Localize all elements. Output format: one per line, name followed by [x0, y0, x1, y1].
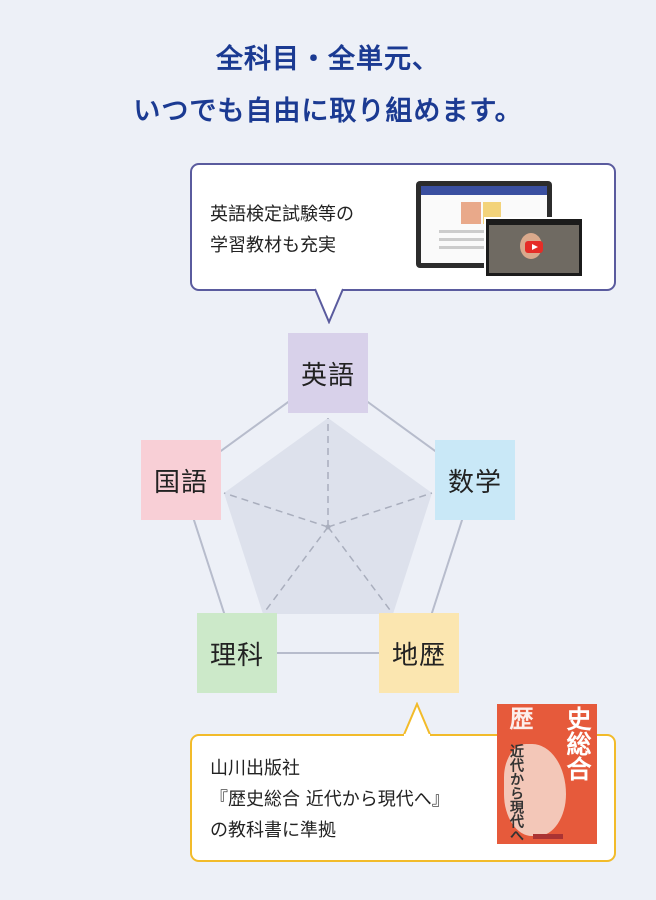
subject-science: 理科 — [197, 613, 277, 693]
top-callout-line-2: 学習教材も充実 — [210, 235, 336, 256]
subject-geography-history: 地歴 — [379, 613, 459, 693]
center-dot — [325, 524, 331, 530]
bottom-callout-line-1: 山川出版社 — [210, 758, 300, 779]
book-title-top: 歴 — [505, 706, 534, 730]
book-publisher-mark — [533, 834, 563, 839]
bottom-callout-line-3: の教科書に準拠 — [210, 820, 336, 841]
subject-japanese: 国語 — [141, 440, 221, 520]
book-cover-pattern — [504, 744, 566, 836]
headline: 全科目・全単元、 いつでも自由に取り組めます。 — [0, 34, 656, 138]
top-callout-line-1: 英語検定試験等の — [210, 204, 354, 225]
video-thumbnail — [484, 217, 584, 278]
book-title-side: 史総合 — [563, 706, 592, 781]
subject-english: 英語 — [288, 333, 368, 413]
bottom-callout-tail-gap — [404, 734, 430, 738]
radial-dashed-lines — [223, 418, 433, 615]
bottom-callout-line-2: 『歴史総合 近代から現代へ』 — [210, 789, 450, 810]
youtube-play-icon — [525, 241, 543, 253]
top-callout-tail — [314, 288, 344, 324]
bottom-callout-text: 山川出版社 『歴史総合 近代から現代へ』 の教科書に準拠 — [210, 753, 450, 846]
top-callout-text: 英語検定試験等の 学習教材も充実 — [210, 199, 354, 261]
inner-pentagon — [224, 418, 432, 614]
headline-line-2: いつでも自由に取り組めます。 — [133, 96, 523, 127]
subject-math: 数学 — [435, 440, 515, 520]
headline-line-1: 全科目・全単元、 — [216, 44, 440, 75]
book-subtitle: 近代から現代へ — [508, 744, 524, 842]
textbook-cover-image: 歴 史総合 近代から現代へ — [497, 704, 597, 844]
bottom-callout-tail — [402, 702, 432, 738]
